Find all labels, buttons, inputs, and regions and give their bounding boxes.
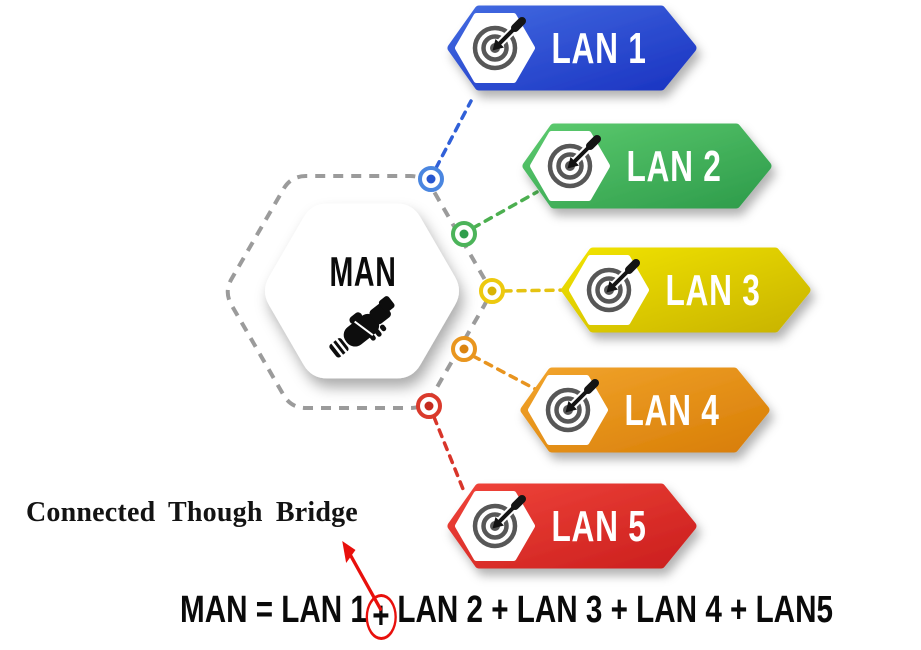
circled-plus: + xyxy=(341,540,397,640)
caption-connected-through-bridge: Connected Though Bridge xyxy=(26,497,358,528)
lan4-connector-node xyxy=(451,336,477,362)
man-node-hexagon xyxy=(265,203,459,379)
lan3-connector-line xyxy=(502,288,568,293)
circled-plus-operator: + xyxy=(372,595,390,637)
lan4-connector-line xyxy=(471,354,541,393)
lan2-label: LAN 2 xyxy=(626,142,721,191)
lan2-connector-line xyxy=(471,190,539,230)
lan5-banner: LAN 5 xyxy=(447,483,697,569)
lan5-connector-line xyxy=(432,415,465,491)
lan1-connector-node xyxy=(418,166,444,192)
formula-suffix: LAN 2 + LAN 3 + LAN 4 + LAN5 xyxy=(397,589,833,631)
man-label: MAN xyxy=(329,247,396,295)
formula-prefix: MAN = LAN 1 xyxy=(180,589,367,631)
lan1-connector-line xyxy=(434,99,473,170)
formula-text: MAN = LAN 1 + LAN 2 + LAN 3 + LAN 4 + LA… xyxy=(180,540,833,640)
lan5-label: LAN 5 xyxy=(551,502,646,551)
handshake-icon xyxy=(329,296,395,358)
lan4-banner: LAN 4 xyxy=(520,367,770,453)
lan2-connector-node xyxy=(451,221,477,247)
lan1-banner: LAN 1 xyxy=(447,5,697,91)
lan2-banner: LAN 2 xyxy=(522,123,772,209)
lan1-label: LAN 1 xyxy=(551,24,646,73)
lan3-banner: LAN 3 xyxy=(561,247,811,333)
lan3-connector-node xyxy=(479,278,505,304)
lan3-label: LAN 3 xyxy=(665,266,760,315)
lan5-connector-node xyxy=(416,393,442,419)
lan4-label: LAN 4 xyxy=(624,386,719,435)
